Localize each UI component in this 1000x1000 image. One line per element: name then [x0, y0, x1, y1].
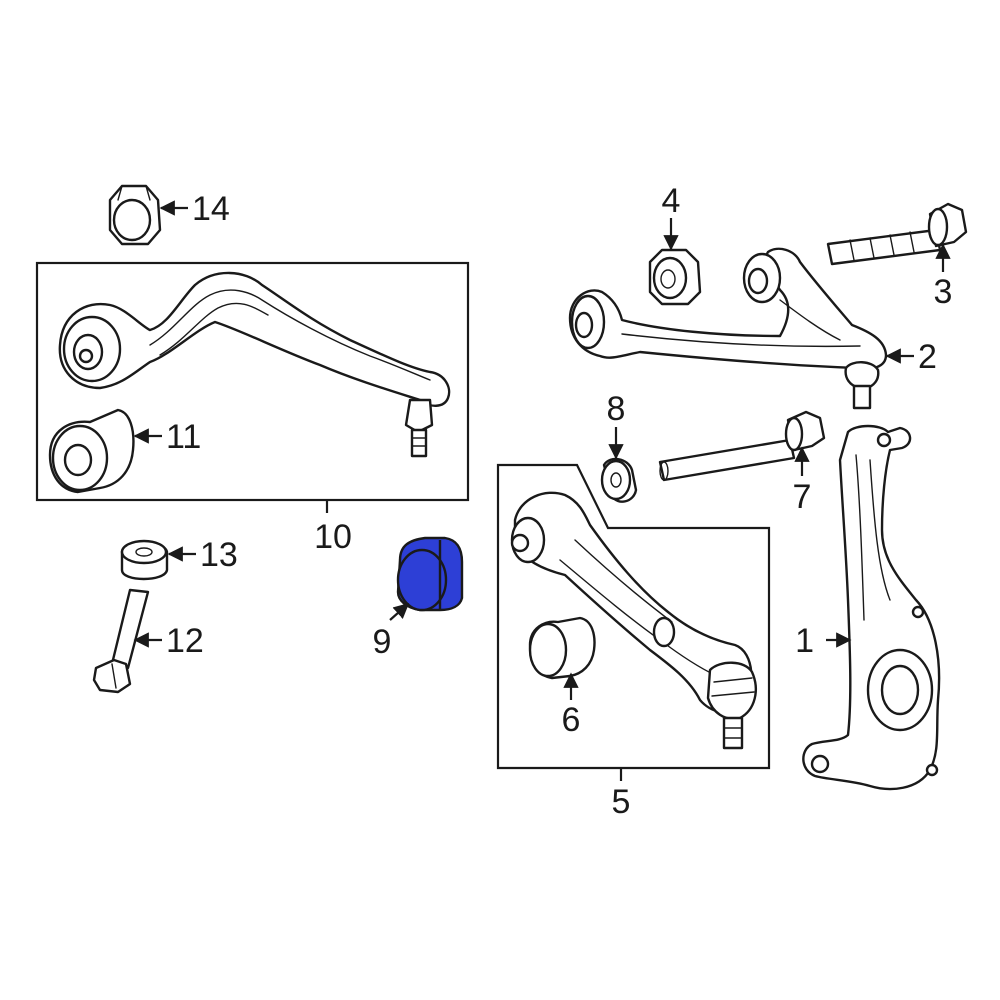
part-5-lower-front-arm[interactable]	[510, 491, 757, 750]
callout-6: 6	[562, 701, 581, 739]
part-11-bushing[interactable]	[48, 408, 135, 494]
callout-10: 10	[314, 518, 352, 556]
part-9-bushing-highlighted[interactable]	[396, 536, 464, 612]
part-13-washer[interactable]	[120, 539, 169, 581]
part-3-bolt[interactable]	[826, 202, 968, 266]
group-box-5	[496, 463, 771, 770]
part-10-lower-control-arm[interactable]	[58, 271, 451, 458]
part-14-bushing[interactable]	[108, 184, 162, 246]
part-7-bolt[interactable]	[658, 410, 826, 482]
part-8-washer[interactable]	[600, 457, 638, 503]
group-box-10	[35, 261, 470, 502]
part-1-knuckle[interactable]	[802, 424, 941, 791]
callout-5: 5	[612, 783, 631, 821]
callout-4: 4	[662, 182, 681, 220]
callout-14: 14	[192, 190, 230, 228]
leader-9	[389, 602, 410, 621]
callout-3: 3	[934, 273, 953, 311]
callout-7: 7	[793, 478, 812, 516]
part-12-bolt[interactable]	[92, 588, 150, 694]
callout-2: 2	[918, 338, 937, 376]
part-4-nut[interactable]	[648, 248, 702, 306]
callout-9: 9	[373, 623, 392, 661]
callout-11: 11	[166, 418, 201, 456]
part-6-bushing[interactable]	[528, 616, 596, 680]
callout-12: 12	[166, 622, 204, 660]
callout-1: 1	[795, 622, 814, 660]
part-2-upper-control-arm[interactable]	[568, 247, 888, 410]
callout-13: 13	[200, 536, 238, 574]
callout-8: 8	[607, 390, 626, 428]
